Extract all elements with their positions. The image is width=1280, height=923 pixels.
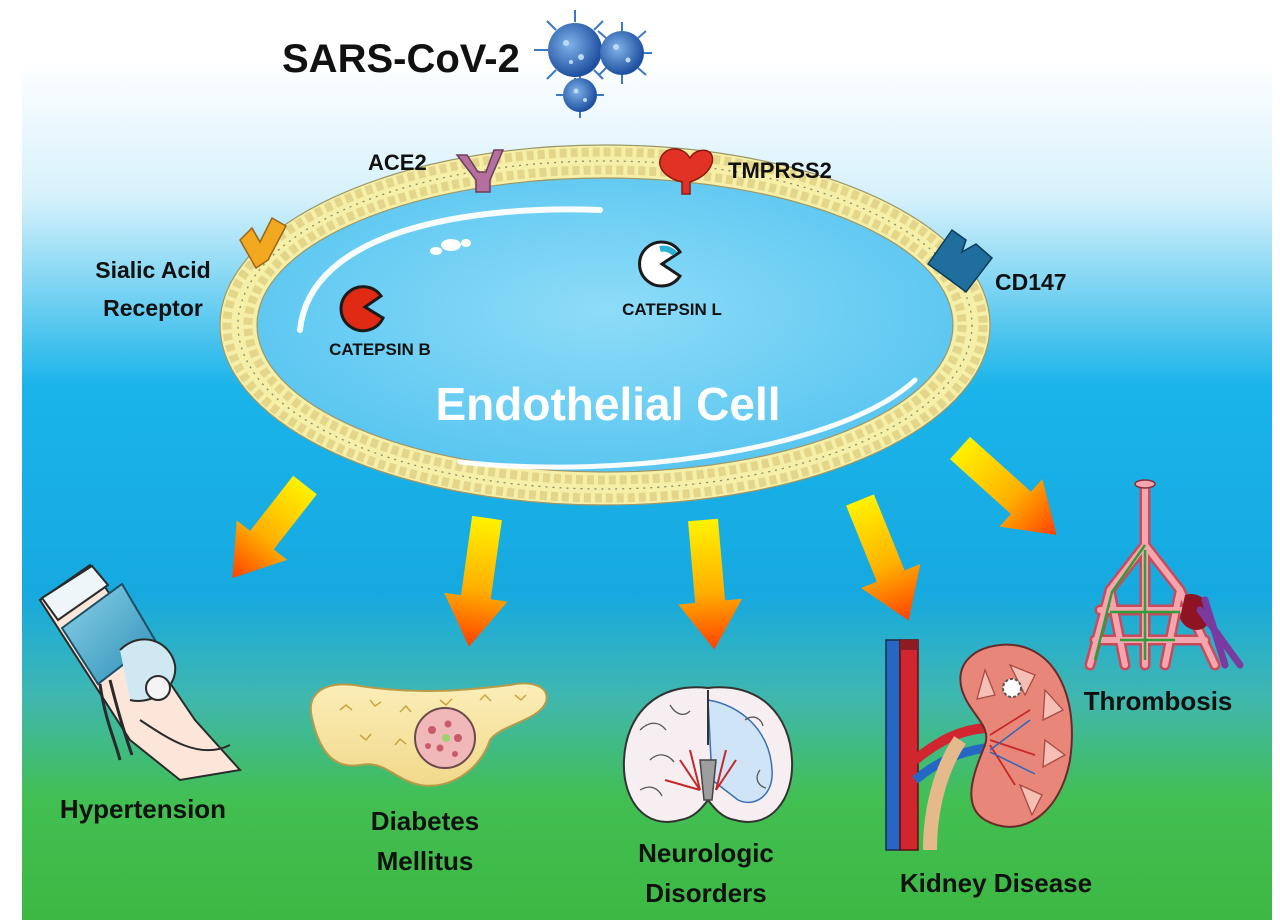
diabetes-label-line2: Mellitus <box>377 846 474 876</box>
cathepsin-l-label: CATEPSIN L <box>622 300 722 319</box>
arrow-to-kidney <box>846 494 921 621</box>
cd147-label: CD147 <box>995 269 1067 295</box>
blood-vessel-tree-icon <box>1084 479 1244 671</box>
cathepsin-b-icon <box>339 285 385 333</box>
pancreas-icon <box>309 682 548 787</box>
kidney-disease-label: Kidney Disease <box>900 868 1092 898</box>
sialic-acid-label-line2: Receptor <box>103 295 203 321</box>
arrow-to-neurologic <box>678 518 743 650</box>
sialic-acid-receptor-icon <box>239 216 288 270</box>
arrow-to-diabetes <box>444 515 508 647</box>
neurologic-label-line1: Neurologic <box>638 838 774 868</box>
tmprss2-label: TMPRSS2 <box>728 158 832 183</box>
cd147-receptor-icon <box>926 228 994 294</box>
cathepsin-l-icon <box>638 240 683 288</box>
arrow-to-thrombosis <box>949 436 1057 535</box>
sialic-acid-label-line1: Sialic Acid <box>95 257 210 283</box>
arrow-to-hypertension <box>232 475 317 578</box>
hypertension-label: Hypertension <box>60 794 226 824</box>
virus-icon <box>534 10 652 118</box>
cell-label: Endothelial Cell <box>435 378 780 430</box>
ace2-receptor-icon <box>455 149 505 193</box>
blood-pressure-cuff-icon <box>38 563 242 782</box>
kidney-icon <box>885 639 1073 851</box>
ace2-label: ACE2 <box>368 150 427 175</box>
neurologic-label-line2: Disorders <box>645 878 766 908</box>
cell-membrane <box>219 144 991 506</box>
brain-icon <box>622 686 794 823</box>
diabetes-label-line1: Diabetes <box>371 806 479 836</box>
title: SARS-CoV-2 <box>282 37 520 81</box>
cathepsin-b-label: CATEPSIN B <box>329 340 431 359</box>
thrombosis-label: Thrombosis <box>1084 686 1233 716</box>
tmprss2-receptor-icon <box>659 148 714 195</box>
